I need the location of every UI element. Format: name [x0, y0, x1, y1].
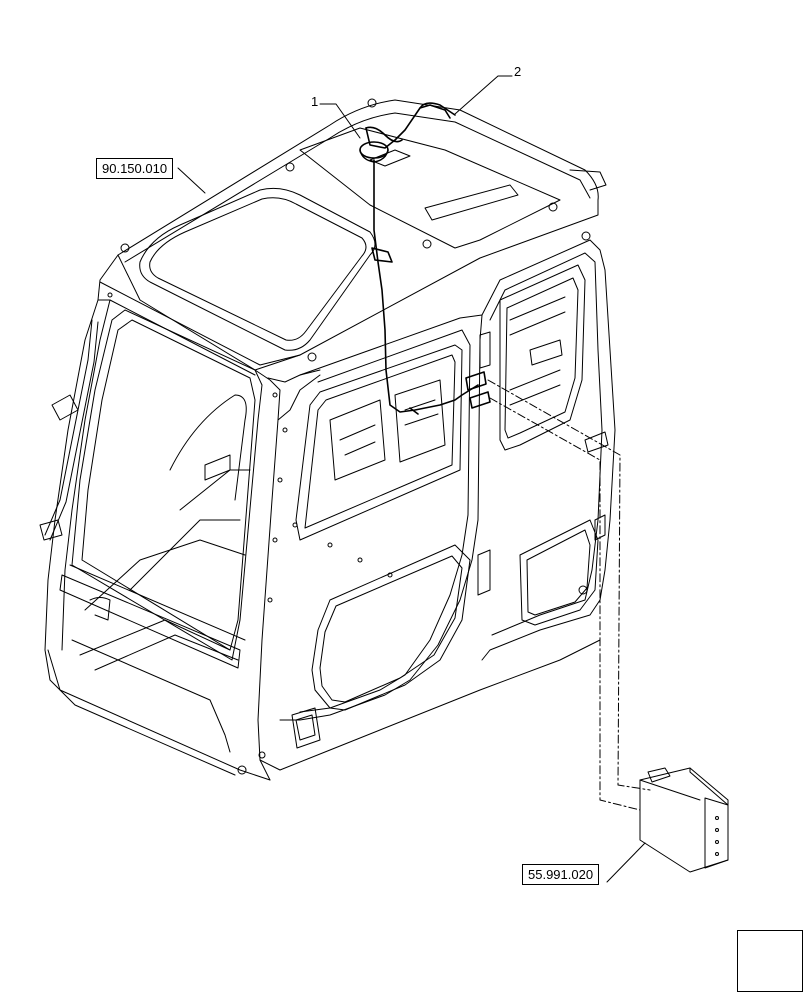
- next-page-button[interactable]: [737, 930, 803, 992]
- antenna-harness: [365, 102, 491, 415]
- callout-item-2: 2: [514, 64, 522, 79]
- module-reference-label[interactable]: 55.991.020: [522, 864, 600, 885]
- cab-reference-label[interactable]: 90.150.010: [96, 158, 174, 179]
- operator-cab: [39, 98, 616, 781]
- leader-lines: [177, 75, 646, 883]
- callout-item-1: 1: [311, 94, 319, 109]
- telematics-module: [639, 767, 729, 873]
- connection-dashed-lines: [487, 379, 651, 811]
